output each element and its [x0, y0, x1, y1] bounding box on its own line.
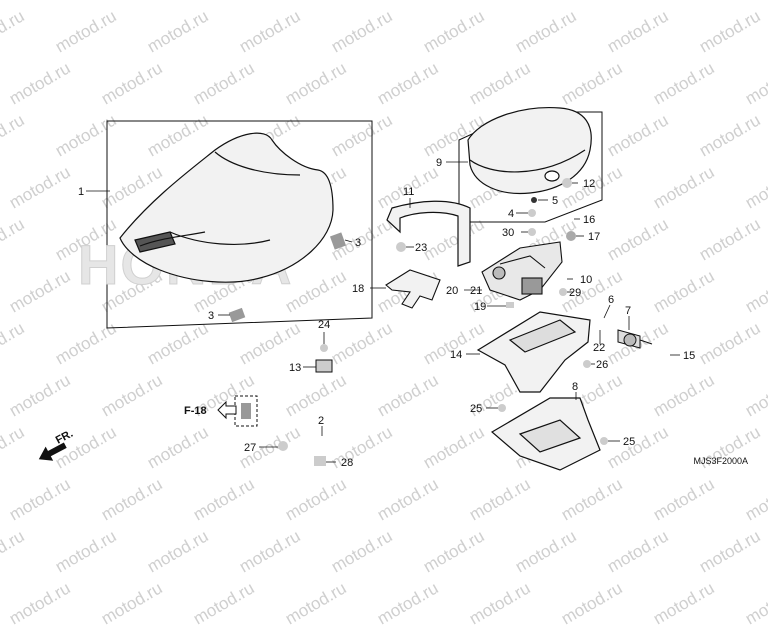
rider-seat — [119, 132, 334, 283]
callout-17: 17 — [588, 231, 600, 243]
latch-13 — [315, 359, 333, 373]
seat-clip-lower — [228, 307, 246, 323]
washer-10 — [561, 276, 567, 282]
bolt-12 — [562, 178, 572, 188]
leader-lines — [86, 161, 680, 463]
parts-diagram: HONDA — [38, 107, 695, 471]
clamp-28 — [314, 456, 326, 466]
callout-4: 4 — [508, 208, 514, 220]
f18-reference-box — [234, 395, 258, 427]
bolt-29 — [559, 288, 567, 296]
callout-22: 22 — [593, 342, 605, 354]
seat-lock-cable — [268, 380, 386, 442]
callout-21: 21 — [470, 285, 482, 297]
callout-2: 2 — [318, 415, 324, 427]
bolt-30 — [528, 228, 536, 236]
callout-18: 18 — [352, 283, 364, 295]
callout-3-upper: 3 — [355, 237, 361, 249]
seat-group-frame — [106, 120, 373, 329]
washer-5 — [531, 197, 537, 203]
bolt-23 — [396, 242, 406, 252]
diagram-code: MJS3F2000A — [693, 456, 748, 466]
bolt-24 — [320, 344, 328, 352]
callout-19: 19 — [474, 301, 486, 313]
callout-3-lower: 3 — [208, 310, 214, 322]
callout-27: 27 — [244, 442, 256, 454]
callout-8: 8 — [572, 381, 578, 393]
lower-cover-8 — [490, 397, 601, 471]
callout-9: 9 — [436, 157, 442, 169]
callout-30: 30 — [502, 227, 514, 239]
callout-6: 6 — [608, 294, 614, 306]
f18-part — [241, 403, 251, 419]
callout-26: 26 — [596, 359, 608, 371]
callout-24: 24 — [318, 319, 330, 331]
callout-29: 29 — [569, 287, 581, 299]
callout-13: 13 — [289, 362, 301, 374]
passenger-seat — [467, 107, 592, 195]
seat-lock-assembly — [481, 241, 563, 301]
watermark-text: motod.ru — [190, 578, 258, 629]
callout-25-upper: 25 — [470, 403, 482, 415]
bolt-26 — [583, 360, 591, 368]
watermark-text: motod.ru — [558, 578, 626, 629]
key-cylinder — [617, 329, 653, 349]
undertray-14 — [476, 311, 591, 393]
callout-14: 14 — [450, 349, 462, 361]
callout-28: 28 — [341, 457, 353, 469]
watermark-text: motod.ru — [466, 578, 534, 629]
clamp-27 — [278, 441, 288, 451]
bolt-25-lower — [600, 437, 608, 445]
front-direction-arrow-icon — [38, 442, 67, 461]
o-ring-15 — [655, 349, 669, 361]
watermark-text: motod.ru — [374, 578, 442, 629]
seat-clip-upper — [329, 232, 347, 250]
washer-16 — [565, 215, 573, 223]
watermark-text: motod.ru — [650, 578, 718, 629]
f18-label: F-18 — [184, 405, 207, 417]
watermark-text: motod.ru — [282, 578, 350, 629]
bolt-25-upper — [498, 404, 506, 412]
nut-17 — [566, 231, 576, 241]
bolt-4 — [528, 209, 536, 217]
bracket-18 — [385, 269, 441, 309]
callout-25-lower: 25 — [623, 436, 635, 448]
callout-23: 23 — [415, 242, 427, 254]
callout-11: 11 — [403, 186, 414, 198]
clip-6 — [600, 318, 608, 328]
front-direction-label: FR. — [54, 428, 75, 447]
callouts: 1 2 3 3 4 5 6 7 8 9 10 11 12 13 14 15 16… — [78, 157, 695, 469]
watermark-text: motod.ru — [742, 578, 768, 629]
watermark-text: motod.ru — [6, 578, 74, 629]
callout-16: 16 — [583, 214, 595, 226]
callout-20: 20 — [446, 285, 458, 297]
callout-7: 7 — [625, 305, 631, 317]
callout-1: 1 — [78, 186, 84, 198]
callout-5: 5 — [552, 195, 558, 207]
clip-19 — [506, 302, 514, 308]
callout-10: 10 — [580, 274, 592, 286]
grab-rail — [386, 200, 471, 267]
callout-12: 12 — [583, 178, 595, 190]
callout-15: 15 — [683, 350, 695, 362]
watermark-text: motod.ru — [98, 578, 166, 629]
f18-arrow-icon — [217, 400, 237, 420]
